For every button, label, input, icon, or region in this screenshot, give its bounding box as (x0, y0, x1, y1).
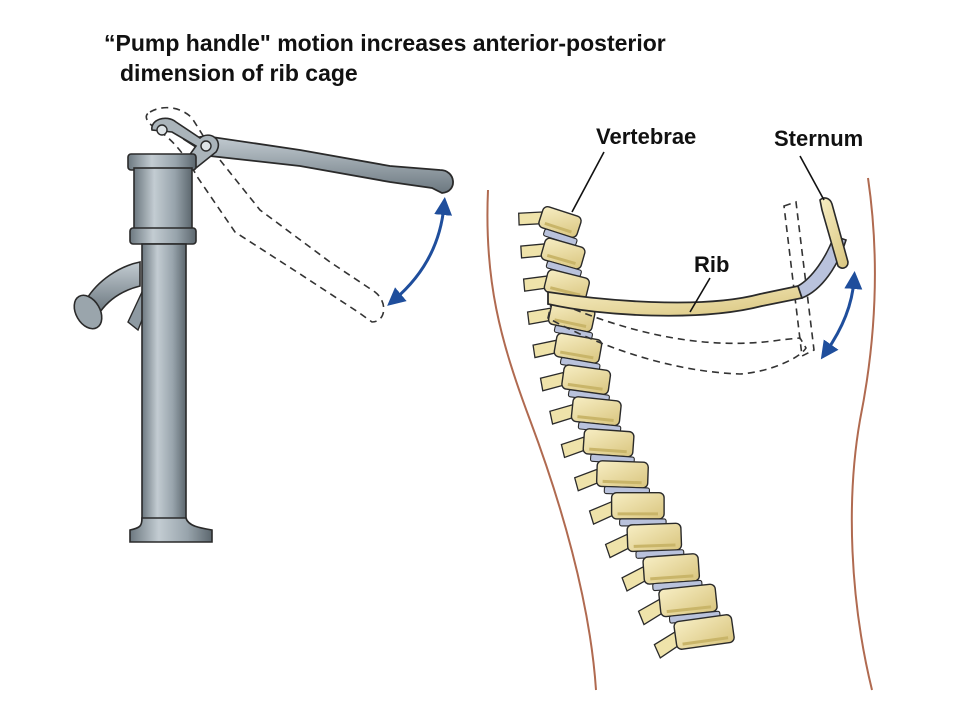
vertebra-process (549, 403, 575, 425)
pump-spout-mouth (73, 294, 103, 330)
vertebra-shading (546, 253, 576, 265)
rib-motion-arrow (820, 271, 863, 360)
body-outline-back (486, 189, 597, 691)
body-outline-front (850, 177, 876, 691)
label-sternum: Sternum (774, 126, 864, 151)
vertebra (604, 522, 685, 559)
vertebra-shading (559, 350, 594, 360)
vertebra (588, 491, 667, 527)
pump-column (141, 243, 187, 527)
vertebra-process (539, 371, 565, 392)
sternum-leader-line (799, 155, 825, 201)
sternum (819, 197, 849, 269)
vertebra-process (604, 533, 631, 559)
vertebra-shading (682, 636, 729, 646)
vertebra-process (588, 500, 615, 526)
sternum-dashed-outline (783, 200, 815, 358)
vertebra-shading (602, 479, 642, 485)
vertebra (539, 364, 612, 403)
label-vertebrae: Vertebrae (596, 124, 697, 149)
vertebra-process (573, 468, 600, 492)
vertebra-shading (549, 286, 581, 297)
pump-collar (129, 227, 197, 245)
vertebra-shading (650, 574, 694, 581)
pump-pivot-pin (156, 124, 168, 136)
rib-leader-line (689, 277, 711, 313)
rib-cage-illustration (486, 151, 876, 691)
vertebra-shading (554, 318, 587, 328)
water-pump (73, 106, 454, 543)
vertebra-process (560, 436, 586, 459)
pump-handle (182, 135, 454, 194)
vertebra-shading (544, 221, 572, 234)
vertebra (573, 460, 651, 496)
vertebra-shading (633, 543, 676, 548)
vertebral-column (518, 205, 735, 659)
vertebra (560, 428, 635, 465)
pump-linkage (151, 117, 220, 170)
pump-base (129, 517, 213, 543)
vertebra (549, 396, 622, 434)
title-line-2: dimension of rib cage (120, 60, 358, 86)
title-line-1: “Pump handle" motion increases anterior-… (104, 30, 666, 56)
vertebral-body (570, 396, 622, 427)
vertebra-shading (589, 447, 627, 454)
vertebrae-leader-line (571, 151, 605, 213)
vertebra (637, 583, 721, 626)
vertebra (653, 614, 735, 659)
vertebra-shading (567, 382, 603, 391)
pump-motion-arrow (387, 197, 453, 306)
label-rib: Rib (694, 252, 730, 277)
pump-hinge-pin (200, 140, 212, 152)
vertebra (526, 300, 596, 341)
vertebra-shading (666, 605, 712, 614)
pump-cylinder (133, 167, 193, 235)
vertebra (520, 237, 586, 278)
diagram-title: “Pump handle" motion increases anterior-… (104, 28, 804, 88)
vertebral-body (673, 614, 735, 650)
vertebra (518, 205, 582, 246)
vertebra-shading (577, 415, 614, 422)
